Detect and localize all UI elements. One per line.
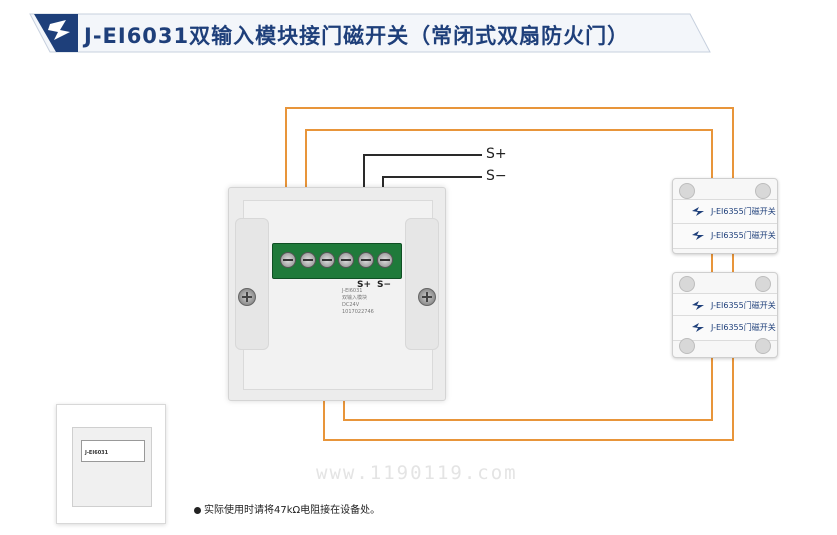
mount-hole-icon bbox=[679, 276, 695, 292]
door-magnet-sensor-bottom: J-EI6355门磁开关 J-EI6355门磁开关 bbox=[672, 272, 778, 358]
sensor-logo-icon bbox=[692, 323, 704, 332]
terminal-screw-icon bbox=[358, 252, 374, 268]
s-plus-label: S+ bbox=[486, 146, 507, 162]
company-logo-icon bbox=[48, 20, 70, 40]
door-magnet-sensor-top: J-EI6355门磁开关 J-EI6355门磁开关 bbox=[672, 178, 778, 254]
header-banner bbox=[29, 13, 711, 53]
module-backplate bbox=[228, 187, 446, 401]
mount-hole-icon bbox=[755, 276, 771, 292]
screw-icon bbox=[238, 288, 256, 306]
pcb-line: 1017022746 bbox=[342, 309, 374, 315]
terminal-s-plus-label: S+ bbox=[357, 280, 372, 290]
sensor-label: J-EI6355门磁开关 bbox=[711, 301, 776, 310]
terminal-screw-icon bbox=[377, 252, 393, 268]
s-minus-label: S− bbox=[486, 168, 507, 184]
module-front-thumbnail: J-EI6031 bbox=[56, 404, 166, 524]
usage-note: 实际使用时请将47kΩ电阻接在设备处。 bbox=[194, 501, 380, 516]
terminal-s-minus-label: S− bbox=[377, 280, 392, 290]
sensor-logo-icon bbox=[692, 301, 704, 310]
terminal-screw-icon bbox=[319, 252, 335, 268]
watermark: www.1190119.com bbox=[316, 462, 518, 484]
sensor-label: J-EI6355门磁开关 bbox=[711, 323, 776, 332]
banner-blue-wedge bbox=[34, 14, 78, 52]
thumbnail-text: J-EI6031 bbox=[85, 450, 109, 456]
sensor-strip: J-EI6355门磁开关 bbox=[673, 223, 777, 249]
sensor-logo-icon bbox=[692, 231, 704, 240]
pcb-line: 双输入模块 bbox=[342, 295, 368, 301]
banner-background bbox=[29, 13, 711, 53]
mount-hole-icon bbox=[679, 338, 695, 354]
module-inner-plate bbox=[243, 200, 433, 390]
module-left-recess bbox=[235, 218, 269, 350]
screw-icon bbox=[418, 288, 436, 306]
terminal-screw-icon bbox=[338, 252, 354, 268]
mount-hole-icon bbox=[755, 338, 771, 354]
terminal-screw-icon bbox=[280, 252, 296, 268]
terminal-screw-icon bbox=[300, 252, 316, 268]
mount-hole-icon bbox=[755, 183, 771, 199]
pcb-line: DC24V bbox=[342, 302, 360, 308]
sensor-strip: J-EI6355门磁开关 bbox=[673, 315, 777, 341]
module-right-recess bbox=[405, 218, 439, 350]
pcb-label: J-EI6031 双输入模块 DC24V 1017022746 bbox=[342, 288, 402, 334]
sensor-logo-icon bbox=[692, 207, 704, 216]
thumbnail-plate: J-EI6031 bbox=[72, 427, 152, 507]
thumbnail-label: J-EI6031 bbox=[81, 440, 145, 462]
bullet-icon bbox=[194, 506, 201, 514]
terminal-block bbox=[272, 243, 402, 279]
sensor-strip: J-EI6355门磁开关 bbox=[673, 199, 777, 225]
mount-hole-icon bbox=[679, 183, 695, 199]
sensor-label: J-EI6355门磁开关 bbox=[711, 231, 776, 240]
page-title: J-EI6031双输入模块接门磁开关（常闭式双扇防火门） bbox=[84, 24, 630, 48]
sensor-label: J-EI6355门磁开关 bbox=[711, 207, 776, 216]
usage-note-text: 实际使用时请将47kΩ电阻接在设备处。 bbox=[204, 505, 381, 516]
pcb-line: J-EI6031 bbox=[342, 288, 363, 294]
